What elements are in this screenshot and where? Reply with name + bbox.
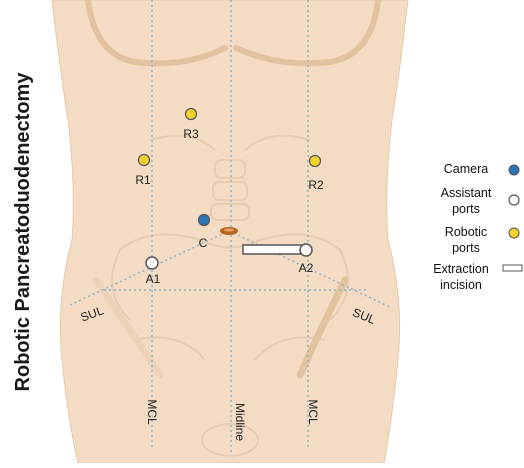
legend: Camera Assistant ports Robotic ports Ext… — [433, 162, 522, 292]
legend-assistant-label-2: ports — [452, 202, 480, 216]
legend-extraction-label-1: Extraction — [433, 262, 489, 276]
port-a2-marker — [300, 244, 312, 256]
port-a1-marker — [146, 257, 158, 269]
legend-assistant-label-1: Assistant — [441, 186, 492, 200]
port-r3-label: R3 — [183, 127, 199, 141]
extraction-incision — [243, 245, 304, 254]
legend-robotic-label-1: Robotic — [445, 225, 487, 239]
port-r2-label: R2 — [308, 178, 324, 192]
diagram-title: Robotic Pancreatoduodenectomy — [12, 72, 34, 392]
mcl-left-label: MCL — [145, 399, 159, 425]
midline-label: Midline — [233, 403, 247, 441]
port-c-marker — [199, 215, 210, 226]
port-r1-marker — [139, 155, 150, 166]
legend-assistant-swatch — [509, 195, 519, 205]
legend-camera-label: Camera — [444, 162, 489, 176]
port-r2-marker — [310, 156, 321, 167]
legend-extraction-swatch — [503, 265, 522, 271]
port-r1-label: R1 — [135, 173, 151, 187]
port-r3-marker — [186, 109, 197, 120]
legend-robotic-label-2: ports — [452, 241, 480, 255]
port-c-label: C — [199, 236, 208, 250]
legend-robotic-swatch — [509, 228, 519, 238]
mcl-right-label: MCL — [306, 399, 320, 425]
umbilicus-highlight — [224, 229, 234, 232]
legend-camera-swatch — [509, 165, 519, 175]
port-a1-label: A1 — [146, 272, 161, 286]
legend-extraction-label-2: incision — [440, 278, 482, 292]
port-a2-label: A2 — [299, 261, 314, 275]
